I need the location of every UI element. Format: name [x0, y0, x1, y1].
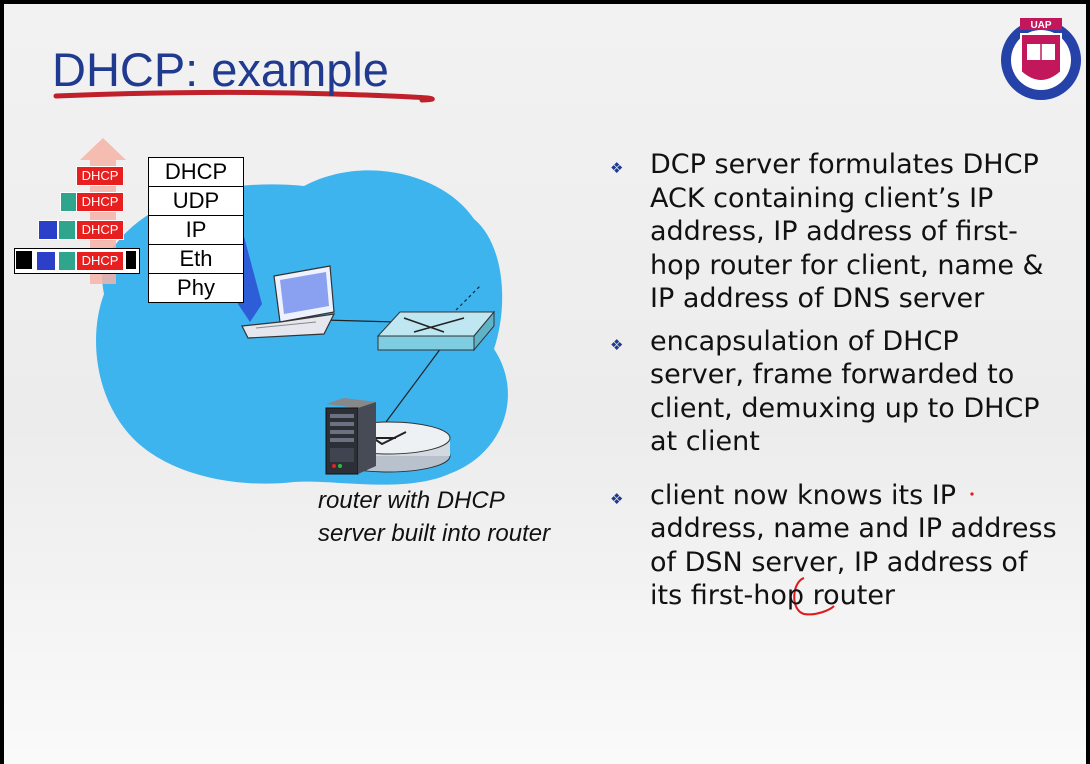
bullet-diamond-icon: ❖ [610, 489, 624, 508]
server-icon [325, 398, 376, 475]
dhcp-payload: DHCP [76, 251, 124, 271]
laptop-icon [241, 265, 336, 339]
bullet-text: client now knows its IP address, name an… [650, 479, 1057, 612]
bullet-diamond-icon: ❖ [610, 159, 624, 177]
stack-layer-ip: IP [149, 216, 243, 245]
annotation-circle [793, 577, 835, 616]
bullet-list: ❖ DCP server formulates DHCP ACK contain… [610, 148, 1060, 622]
svg-text:UAP: UAP [1030, 20, 1051, 31]
dhcp-payload: DHCP [76, 166, 124, 186]
bullet-item: ❖ DCP server formulates DHCP ACK contain… [610, 148, 1060, 316]
eth-trailer [126, 251, 136, 269]
link-switch-router [385, 343, 445, 423]
switch-icon [376, 310, 496, 352]
router-caption: router with DHCP server built into route… [318, 487, 551, 547]
stack-layer-phy: Phy [177, 275, 215, 300]
bullet-item: ❖ client now knows its IP address, name … [610, 479, 1060, 613]
annotation-dot [970, 492, 974, 496]
dhcp-payload: DHCP [76, 192, 124, 212]
slide-artwork [53, 89, 974, 616]
encapsulation-beam [238, 214, 262, 322]
bullet-text: encapsulation of DHCP server, frame forw… [650, 325, 1040, 458]
bullet-text: DCP server formulates DHCP ACK containin… [650, 149, 1044, 314]
stack-layer-udp: UDP [149, 187, 243, 216]
bullet-diamond-icon: ❖ [610, 335, 624, 354]
page-title: DHCP: example [52, 43, 389, 96]
udp-header [58, 220, 76, 240]
dhcp-payload: DHCP [76, 220, 124, 240]
udp-header [58, 251, 76, 271]
ip-header [36, 251, 56, 271]
protocol-stack: DHCP UDP IP Eth Phy [148, 157, 244, 303]
stack-layer-eth: Eth [149, 245, 243, 274]
link-laptop-switch [323, 319, 397, 323]
university-logo: UAP [1001, 18, 1081, 100]
bullet-item: ❖ encapsulation of DHCP server, frame fo… [610, 325, 1060, 459]
eth-header [16, 251, 32, 269]
stack-layer-dhcp: DHCP [149, 158, 243, 187]
slide: DHCP: example UAP DHCP UDP IP Eth Phy DH… [4, 4, 1086, 764]
title-underline [53, 89, 435, 103]
ip-header [38, 220, 58, 240]
